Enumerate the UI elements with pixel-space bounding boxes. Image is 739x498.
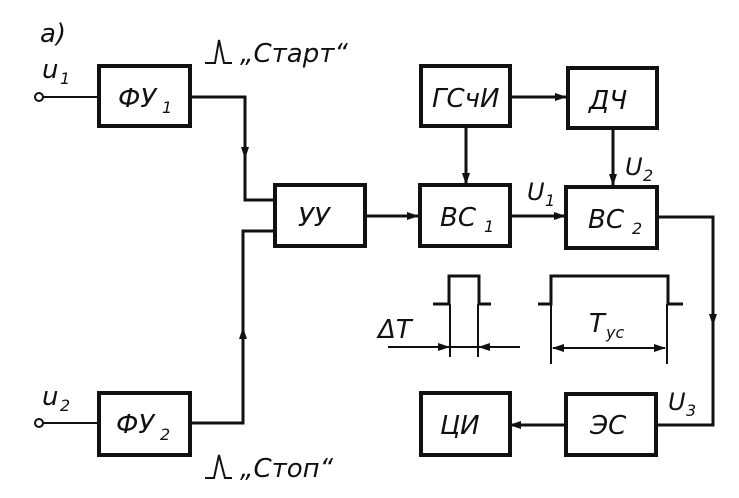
delta-t-label: ΔT — [376, 315, 414, 345]
block-uu: УУ — [273, 183, 367, 248]
block-fu1: ФУ 1 — [97, 64, 192, 128]
stop-pulse-icon — [205, 454, 232, 479]
signal-u1-label: U — [527, 178, 545, 206]
block-vs2-label: ВС — [588, 205, 625, 235]
signal-u2-label: U — [625, 153, 643, 181]
input-u2-sub: 2 — [60, 396, 70, 415]
input-u2-label: u — [42, 382, 58, 412]
timing-delta-t: ΔT — [376, 274, 520, 357]
input-u2: u 2 — [34, 382, 98, 428]
figure-label: а) — [40, 19, 66, 49]
block-dch: ДЧ — [566, 66, 659, 130]
block-dch-label: ДЧ — [588, 86, 627, 116]
block-es-label: ЭС — [589, 411, 627, 441]
start-pulse-label: „Старт“ — [240, 39, 348, 69]
t-us-sub: ус — [605, 323, 624, 342]
block-uu-label: УУ — [298, 203, 332, 233]
signal-u2-sub: 2 — [643, 166, 653, 185]
input-u1: u 1 — [34, 55, 98, 102]
block-vs2-sub: 2 — [632, 219, 642, 238]
input-u2-terminal — [34, 418, 44, 428]
signal-u3-label: U — [668, 388, 686, 416]
block-vs1-label: ВС — [440, 203, 477, 233]
stop-pulse: „Стоп“ — [205, 454, 334, 484]
delta-t-pulse — [433, 274, 491, 306]
signal-u3-sub: 3 — [686, 401, 696, 420]
wire-fu2-uu — [190, 229, 275, 425]
block-fu2-label: ФУ — [116, 410, 156, 440]
t-us-label: T — [589, 309, 607, 339]
block-vs1: ВС 1 — [418, 183, 512, 248]
stop-pulse-label: „Стоп“ — [240, 454, 334, 484]
input-u1-label: u — [42, 55, 58, 85]
timing-t-us: T ус — [538, 274, 683, 364]
start-pulse: „Старт“ — [205, 39, 348, 69]
block-es: ЭС — [564, 392, 658, 457]
block-fu2-sub: 2 — [160, 425, 170, 444]
block-gschi: ГСчИ — [419, 64, 512, 128]
wire-fu1-uu — [190, 95, 275, 202]
signal-u1-sub: 1 — [545, 191, 555, 210]
block-fu1-label: ФУ — [118, 84, 158, 114]
block-gschi-label: ГСчИ — [432, 84, 499, 114]
t-us-pulse — [538, 274, 683, 306]
block-fu1-sub: 1 — [162, 98, 172, 117]
input-u1-terminal — [34, 92, 44, 102]
block-fu2: ФУ 2 — [97, 391, 192, 457]
start-pulse-icon — [205, 39, 232, 64]
input-u1-sub: 1 — [60, 69, 70, 88]
block-tsi-label: ЦИ — [440, 411, 480, 441]
block-vs1-sub: 1 — [484, 217, 494, 236]
block-vs2: ВС 2 — [564, 185, 659, 250]
block-tsi: ЦИ — [419, 391, 512, 457]
